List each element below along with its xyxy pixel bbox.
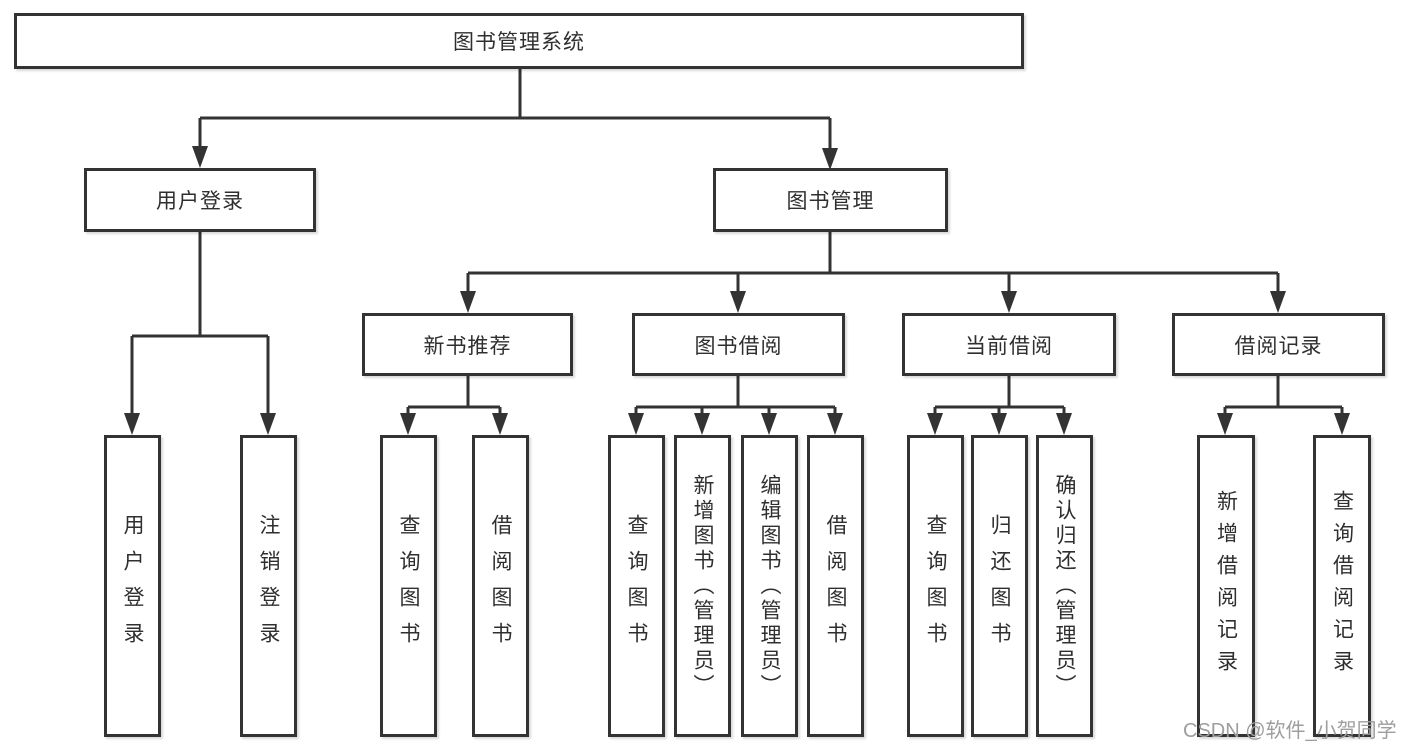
node-book-management: 图书管理 [713, 168, 948, 232]
leaf-query-books-recommend-label: 查询图书 [397, 514, 420, 658]
leaf-add-borrow-record: 新增借阅记录 [1197, 435, 1255, 737]
node-book-borrowing: 图书借阅 [632, 313, 845, 376]
leaf-user-login-label: 用户登录 [121, 514, 144, 658]
node-book-borrowing-label: 图书借阅 [694, 334, 783, 358]
node-new-book-recommend: 新书推荐 [362, 313, 573, 376]
node-library-system-label: 图书管理系统 [453, 31, 585, 54]
leaf-confirm-return-admin-label: 确认归还（管理员） [1053, 473, 1076, 699]
leaf-query-books-borrowing-label: 查询图书 [625, 514, 648, 658]
leaf-add-books-admin-label: 新增图书（管理员） [691, 473, 714, 699]
leaf-query-books-current: 查询图书 [907, 435, 964, 737]
leaf-query-books-recommend: 查询图书 [380, 435, 437, 737]
leaf-edit-books-admin-label: 编辑图书（管理员） [758, 473, 781, 699]
leaf-add-books-admin: 新增图书（管理员） [674, 435, 731, 737]
leaf-return-books: 归还图书 [971, 435, 1028, 737]
node-user-login-label: 用户登录 [156, 190, 244, 213]
node-current-borrowing: 当前借阅 [902, 313, 1116, 376]
leaf-user-login: 用户登录 [104, 435, 161, 737]
node-book-management-label: 图书管理 [786, 190, 875, 213]
node-borrowing-records-label: 借阅记录 [1234, 334, 1323, 358]
leaf-borrow-books-recommend: 借阅图书 [472, 435, 529, 737]
leaf-borrow-books-recommend-label: 借阅图书 [489, 514, 512, 658]
leaf-query-borrow-record: 查询借阅记录 [1313, 435, 1371, 737]
leaf-logout: 注销登录 [240, 435, 297, 737]
leaf-query-borrow-record-label: 查询借阅记录 [1330, 490, 1354, 682]
node-user-login: 用户登录 [84, 168, 316, 232]
leaf-return-books-label: 归还图书 [988, 514, 1011, 658]
leaf-add-borrow-record-label: 新增借阅记录 [1214, 490, 1238, 682]
leaf-query-books-current-label: 查询图书 [924, 514, 947, 658]
leaf-edit-books-admin: 编辑图书（管理员） [741, 435, 798, 737]
leaf-query-books-borrowing: 查询图书 [608, 435, 665, 737]
leaf-borrow-books-label: 借阅图书 [824, 514, 847, 658]
node-new-book-recommend-label: 新书推荐 [423, 334, 512, 358]
node-library-system: 图书管理系统 [14, 13, 1024, 69]
watermark: CSDN @软件_小贺同学 [1183, 720, 1397, 742]
leaf-confirm-return-admin: 确认归还（管理员） [1036, 435, 1093, 737]
leaf-borrow-books: 借阅图书 [807, 435, 864, 737]
node-borrowing-records: 借阅记录 [1172, 313, 1385, 376]
leaf-logout-label: 注销登录 [257, 514, 280, 658]
node-current-borrowing-label: 当前借阅 [965, 334, 1053, 358]
